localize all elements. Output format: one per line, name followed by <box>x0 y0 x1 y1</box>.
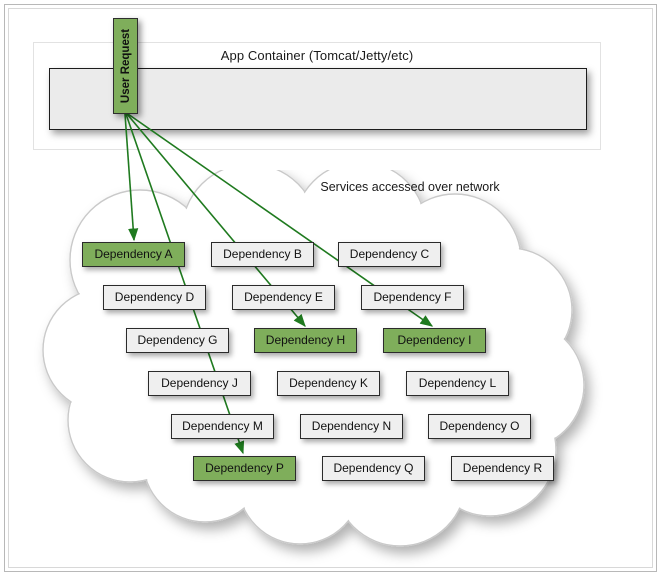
dependency-box[interactable]: Dependency I <box>383 328 486 353</box>
dependency-box[interactable]: Dependency K <box>277 371 380 396</box>
app-container-title: App Container (Tomcat/Jetty/etc) <box>220 48 414 63</box>
dependency-box[interactable]: Dependency D <box>103 285 206 310</box>
dependency-box[interactable]: Dependency P <box>193 456 296 481</box>
dependency-box[interactable]: Dependency A <box>82 242 185 267</box>
cloud-caption: Services accessed over network <box>320 180 500 194</box>
user-request-label: User Request <box>119 28 132 104</box>
dependency-box[interactable]: Dependency F <box>361 285 464 310</box>
dependency-box[interactable]: Dependency L <box>406 371 509 396</box>
dependency-box[interactable]: Dependency H <box>254 328 357 353</box>
dependency-box[interactable]: Dependency B <box>211 242 314 267</box>
dependency-box[interactable]: Dependency E <box>232 285 335 310</box>
dependency-box[interactable]: Dependency O <box>428 414 531 439</box>
user-request-box[interactable]: User Request <box>113 18 138 114</box>
network-cloud <box>42 170 585 547</box>
dependency-box[interactable]: Dependency M <box>171 414 274 439</box>
dependency-box[interactable]: Dependency R <box>451 456 554 481</box>
dependency-box[interactable]: Dependency C <box>338 242 441 267</box>
dependency-box[interactable]: Dependency N <box>300 414 403 439</box>
dependency-box[interactable]: Dependency J <box>148 371 251 396</box>
dependency-box[interactable]: Dependency G <box>126 328 229 353</box>
dependency-box[interactable]: Dependency Q <box>322 456 425 481</box>
